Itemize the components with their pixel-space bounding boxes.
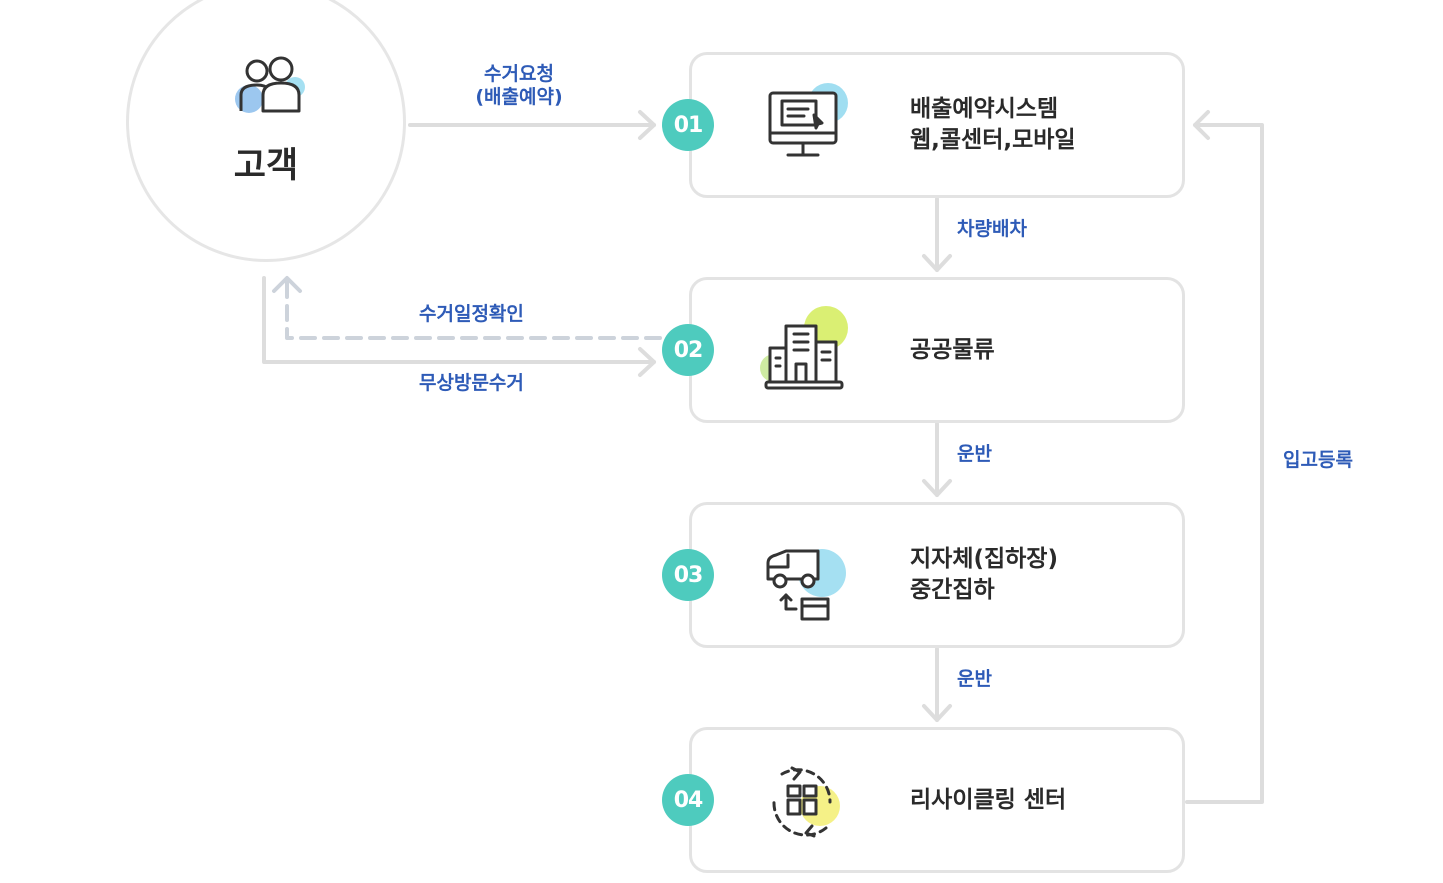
confirm-line — [285, 276, 662, 340]
step-line1: 지자체(집하장) — [910, 546, 1058, 572]
recycle-boxes-icon — [752, 754, 852, 850]
step-text-recycling-center: 리사이클링 센터 — [910, 730, 1066, 870]
step-line2: 중간집하 — [910, 577, 995, 603]
register-label: 입고등록 — [1283, 449, 1353, 471]
step-text-public-logistics: 공공물류 — [910, 280, 995, 420]
step-box-public-logistics: 공공물류 — [689, 277, 1185, 423]
step-box-collection-site: 지자체(집하장) 중간집하 — [689, 502, 1185, 648]
people-icon — [229, 53, 309, 123]
step-badge-03: 03 — [662, 549, 714, 601]
transport-label-2: 운반 — [957, 668, 992, 690]
confirm-label: 수거일정확인 — [419, 303, 524, 325]
step-line1: 리사이클링 센터 — [910, 786, 1067, 813]
warehouse-icon — [752, 304, 852, 400]
step-text-collection-site: 지자체(집하장) 중간집하 — [910, 505, 1058, 645]
step-line2: 웹,콜센터,모바일 — [910, 127, 1076, 153]
transport-arrowhead-2 — [922, 704, 952, 722]
truck-icon — [752, 529, 852, 625]
transport-label-1: 운반 — [957, 443, 992, 465]
visit-label: 무상방문수거 — [419, 372, 524, 394]
step-badge-01: 01 — [662, 99, 714, 151]
request-label-line2: (배출예약) — [475, 86, 563, 108]
step-box-recycling-center: 리사이클링 센터 — [689, 727, 1185, 873]
register-line — [1185, 123, 1264, 804]
customer-label: 고객 — [233, 146, 299, 186]
step-text-reservation: 배출예약시스템 웹,콜센터,모바일 — [910, 55, 1076, 195]
step-line1: 공공물류 — [910, 336, 995, 363]
visit-arrowhead — [638, 347, 656, 377]
step-box-reservation: 배출예약시스템 웹,콜센터,모바일 — [689, 52, 1185, 198]
dispatch-label: 차량배차 — [957, 218, 1027, 240]
step-badge-04: 04 — [662, 774, 714, 826]
request-arrowhead — [638, 110, 656, 140]
register-arrowhead — [1193, 110, 1210, 140]
customer-node: 고객 — [126, 0, 406, 262]
monitor-icon — [752, 79, 852, 175]
transport-arrowhead-1 — [922, 479, 952, 497]
dispatch-arrowhead — [922, 254, 952, 272]
request-label: 수거요청 (배출예약) — [455, 63, 583, 109]
visit-line — [262, 276, 656, 364]
confirm-arrowhead — [272, 276, 302, 293]
step-line1: 배출예약시스템 — [910, 96, 1059, 122]
request-label-line1: 수거요청 — [484, 63, 554, 85]
step-badge-02: 02 — [662, 324, 714, 376]
